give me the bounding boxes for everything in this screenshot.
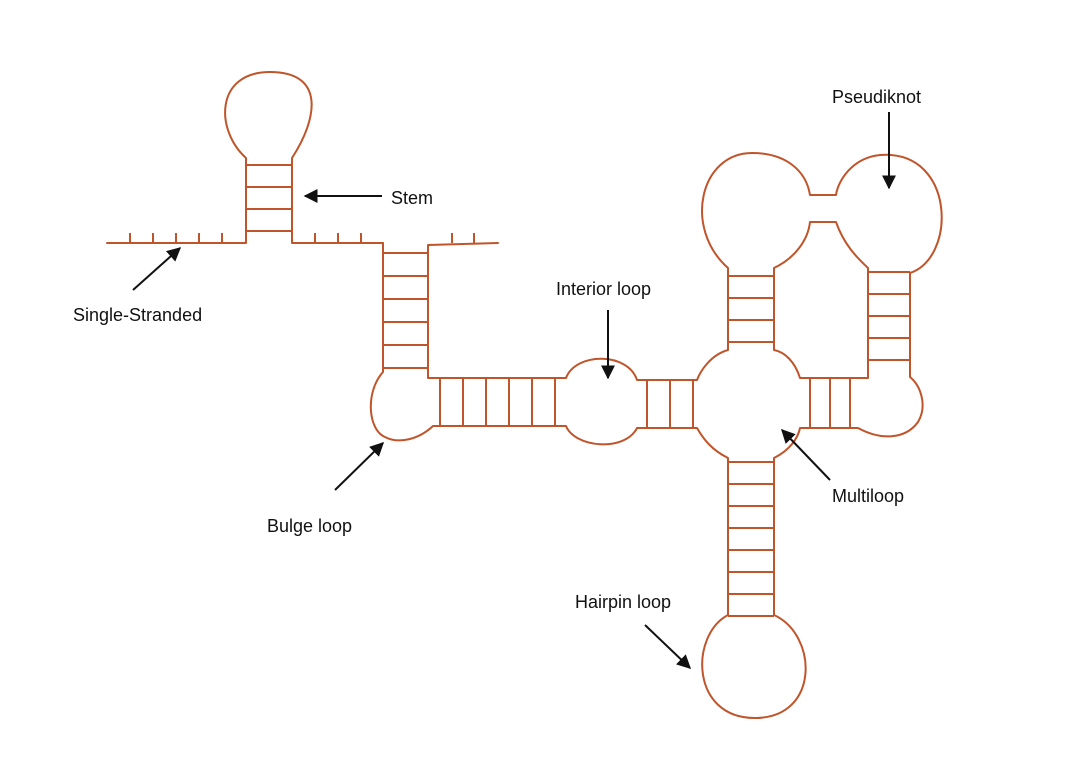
strand-top-hairpin <box>106 71 384 244</box>
rna-strand <box>106 71 943 719</box>
stem-label: Stem <box>391 188 433 208</box>
pseudoknot-label: Pseudiknot <box>832 87 921 107</box>
hairpin-loop-label: Hairpin loop <box>575 592 671 612</box>
bulge-loop-arrow <box>334 442 385 491</box>
multiloop-arrow <box>781 428 831 481</box>
interior-loop-label: Interior loop <box>556 279 651 299</box>
single-stranded-arrow <box>132 247 182 291</box>
annotation-arrows <box>132 112 896 669</box>
strand-left-stem-outer <box>369 152 943 719</box>
single-stranded-label: Single-Stranded <box>73 305 202 325</box>
bulge-loop-label: Bulge loop <box>267 516 352 536</box>
base-pairs <box>129 164 910 617</box>
strand-pseudoknot-link <box>773 221 869 379</box>
annotation-labels: Stem Single-Stranded Interior loop Pseud… <box>73 87 921 612</box>
multiloop-label: Multiloop <box>832 486 904 506</box>
hairpin-loop-arrow <box>644 624 692 669</box>
